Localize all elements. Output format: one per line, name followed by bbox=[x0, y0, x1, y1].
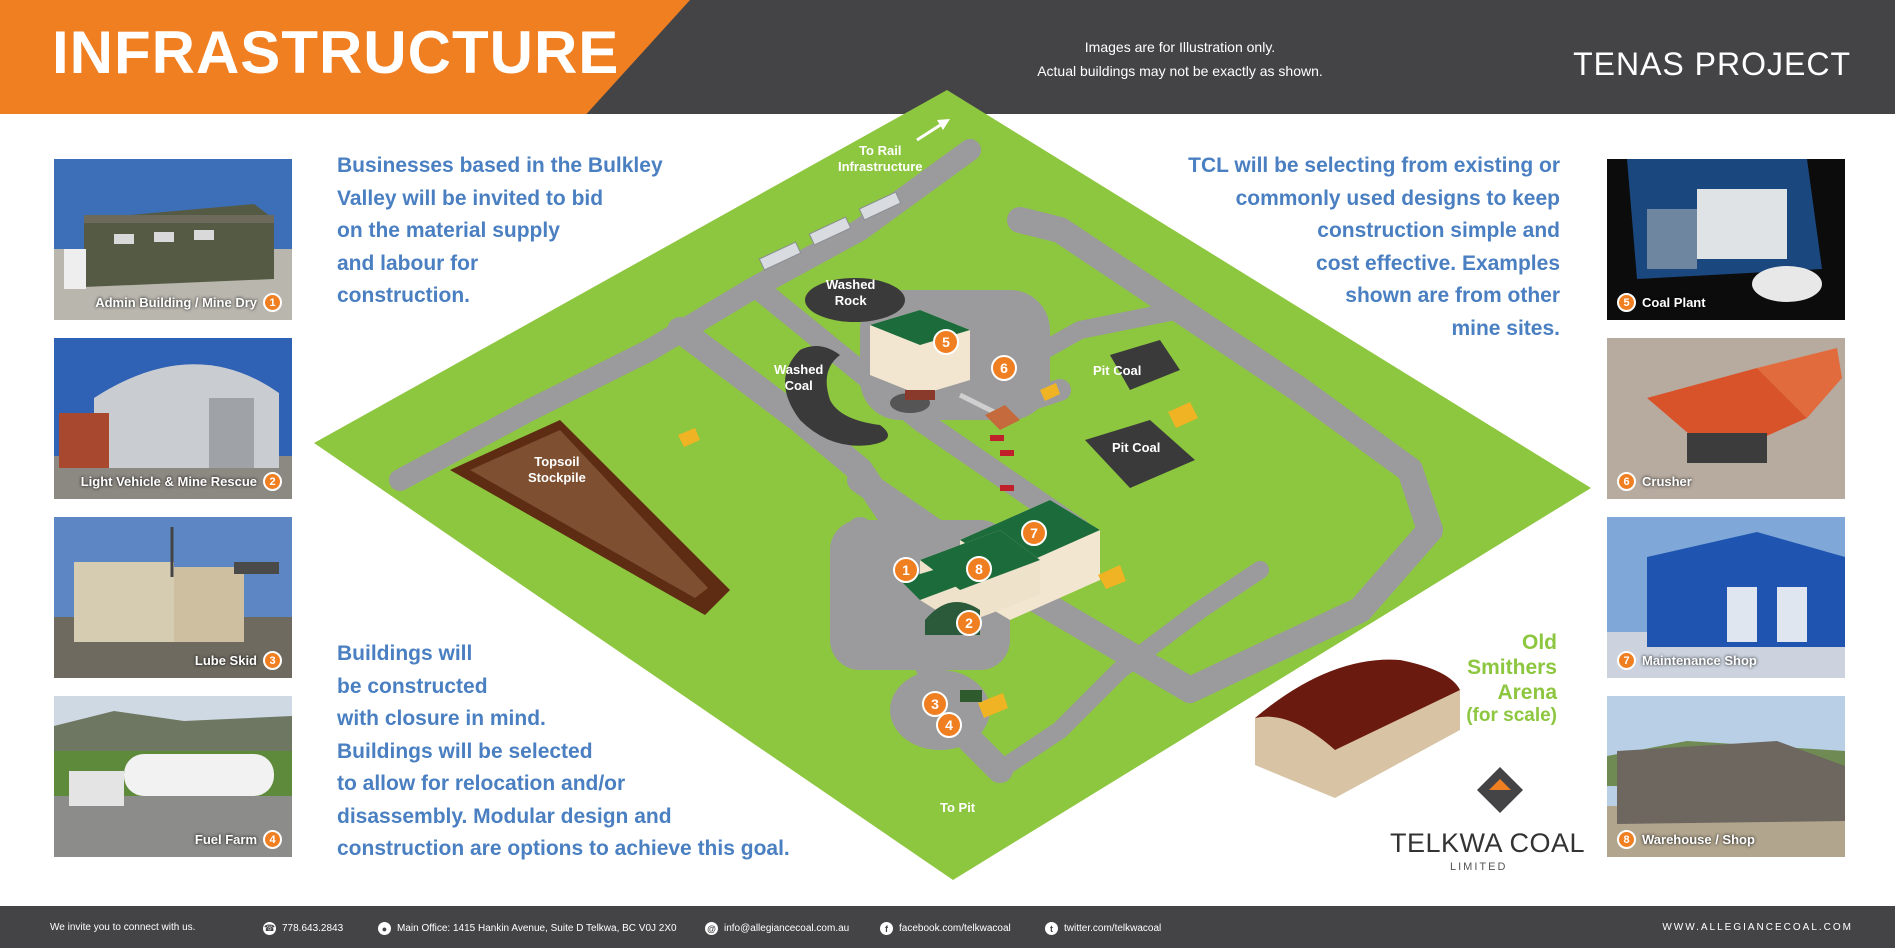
phone-icon: ☎ bbox=[263, 922, 276, 935]
logo-subtext: LIMITED bbox=[1450, 861, 1508, 873]
marker-5[interactable]: 5 bbox=[933, 329, 959, 355]
marker-2[interactable]: 2 bbox=[956, 610, 982, 636]
lube-skid-vehicle bbox=[960, 690, 982, 702]
facebook-icon: f bbox=[880, 922, 893, 935]
warehouse-shop-image bbox=[1607, 696, 1845, 857]
rail-arrow-head bbox=[937, 119, 950, 130]
header-bar: INFRASTRUCTURE Images are for Illustrati… bbox=[0, 0, 1895, 114]
footer-email[interactable]: @info@allegiancecoal.com.au bbox=[705, 922, 849, 935]
crusher-unit bbox=[985, 405, 1020, 430]
site-map bbox=[314, 90, 1591, 880]
label-pit-coal-2: Pit Coal bbox=[1112, 440, 1161, 455]
disclaimer-line-1: Images are for Illustration only. bbox=[1084, 39, 1276, 55]
site-grass bbox=[314, 90, 1591, 880]
arena-roof bbox=[1255, 659, 1460, 750]
page-title: INFRASTRUCTURE bbox=[52, 19, 620, 86]
logo-accent bbox=[1489, 779, 1511, 790]
footer-bar: We invite you to connect with us. ☎778.6… bbox=[0, 906, 1895, 948]
maintenance-shop-image bbox=[1607, 517, 1845, 678]
footer-phone[interactable]: ☎778.643.2843 bbox=[263, 922, 344, 935]
rail-car-red-2 bbox=[1000, 450, 1014, 456]
marker-6[interactable]: 6 bbox=[991, 355, 1017, 381]
rail-car-red-1 bbox=[990, 435, 1004, 441]
footer-website[interactable]: WWW.ALLEGIANCECOAL.COM bbox=[1662, 922, 1853, 933]
marker-8[interactable]: 8 bbox=[966, 556, 992, 582]
logo-text: TELKWA COAL bbox=[1390, 828, 1586, 858]
location-pin-icon: ● bbox=[378, 922, 391, 935]
marker-4[interactable]: 4 bbox=[936, 712, 962, 738]
washed-rock-pile bbox=[805, 278, 905, 322]
coal-plant-image bbox=[1607, 159, 1845, 320]
project-title: TENAS PROJECT bbox=[1573, 46, 1851, 82]
crusher-image bbox=[1607, 338, 1845, 499]
light-vehicle-image bbox=[54, 338, 292, 499]
lube-skid-image bbox=[54, 517, 292, 678]
coal-plant-hopper bbox=[905, 390, 935, 400]
pit-arrow-head bbox=[780, 792, 794, 804]
twitter-icon: t bbox=[1045, 922, 1058, 935]
marker-1[interactable]: 1 bbox=[893, 557, 919, 583]
fuel-farm-image bbox=[54, 696, 292, 857]
admin-building-image bbox=[54, 159, 292, 320]
title-band bbox=[0, 0, 690, 114]
email-icon: @ bbox=[705, 922, 718, 935]
rail-car-red-3 bbox=[1000, 485, 1014, 491]
label-for-scale: (for scale) bbox=[1466, 705, 1557, 726]
label-to-pit: To Pit bbox=[940, 800, 976, 815]
rail-cars bbox=[758, 191, 902, 271]
marker-7[interactable]: 7 bbox=[1021, 520, 1047, 546]
pit-coal-pile-1 bbox=[1110, 340, 1180, 390]
haul-trucks bbox=[678, 383, 1198, 718]
footer-office: ●Main Office: 1415 Hankin Avenue, Suite … bbox=[378, 922, 677, 935]
pit-coal-pile-2 bbox=[1085, 420, 1195, 488]
footer-invite: We invite you to connect with us. bbox=[50, 922, 196, 933]
label-pit-coal-1: Pit Coal bbox=[1093, 363, 1142, 378]
topsoil-stockpile-top bbox=[470, 430, 708, 598]
disclaimer-line-2: Actual buildings may not be exactly as s… bbox=[1037, 63, 1323, 79]
washed-coal-pile bbox=[785, 346, 888, 446]
